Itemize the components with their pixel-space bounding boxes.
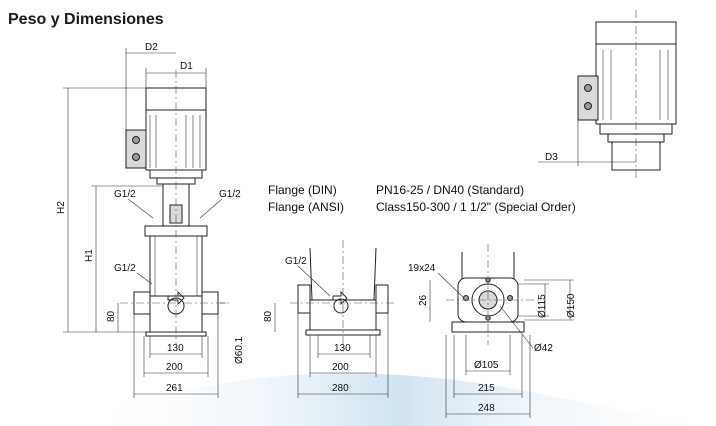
motor-detail-dimensions: D3 [538, 120, 636, 166]
flange-ansi-label: Flange (ANSI) [268, 200, 344, 214]
dim-g12-right: G1/2 [219, 189, 241, 200]
dim-h2: H2 [56, 201, 67, 214]
dim-19x24: 19x24 [408, 263, 436, 274]
dim-26: 26 [418, 294, 429, 306]
dim-dia150: Ø150 [566, 293, 577, 318]
base-view-dimensions: 19x24 26 Ø115 Ø150 Ø42 Ø105 215 248 [408, 263, 577, 418]
pump-front-dimensions: D2 D1 H2 H1 80 G1/2 G1/2 G1/2 130 200 [56, 42, 245, 398]
dim-dia60: Ø60.1 [234, 336, 245, 364]
dim-d2: D2 [145, 42, 158, 53]
flange-ansi-value: Class150-300 / 1 1/2" (Special Order) [376, 200, 576, 214]
flange-din-value: PN16-25 / DN40 (Standard) [376, 183, 524, 197]
dim-215: 215 [478, 383, 495, 394]
flange-view-dimensions: G1/2 80 130 200 280 [263, 256, 389, 398]
dim-200-flange: 200 [332, 362, 349, 373]
dim-130-front: 130 [167, 343, 184, 354]
dim-h1: H1 [84, 249, 95, 262]
dim-280: 280 [332, 383, 349, 394]
dim-dia115: Ø115 [537, 294, 548, 318]
pump-flange-view [290, 240, 396, 345]
dim-d1: D1 [180, 61, 193, 72]
dim-80-flange: 80 [263, 310, 274, 322]
dim-80-front: 80 [106, 310, 117, 322]
pump-front-view [120, 70, 232, 345]
dim-200-front: 200 [166, 362, 183, 373]
dim-130-flange: 130 [334, 343, 351, 354]
dim-248: 248 [478, 403, 495, 414]
dim-dia105: Ø105 [474, 360, 499, 371]
flange-notes: Flange (DIN) PN16-25 / DN40 (Standard) F… [268, 183, 576, 214]
dim-dia42: Ø42 [534, 343, 553, 354]
flange-din-label: Flange (DIN) [268, 183, 337, 197]
dim-d3: D3 [545, 152, 558, 163]
dim-g12-left: G1/2 [114, 189, 136, 200]
pump-base-view [446, 244, 540, 345]
page-title: Peso y Dimensiones [8, 11, 164, 28]
dim-g12-flange: G1/2 [285, 256, 307, 267]
motor-detail-view [577, 10, 677, 180]
dim-g12-lower: G1/2 [114, 263, 136, 274]
dim-261: 261 [166, 383, 183, 394]
